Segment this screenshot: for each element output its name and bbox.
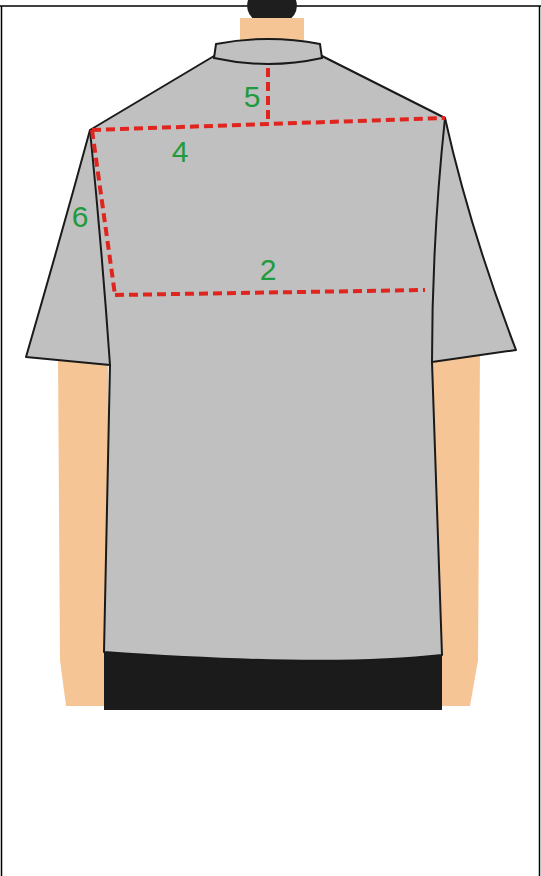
seams <box>90 118 445 365</box>
measurement-lines <box>92 68 445 295</box>
collar-depth-line <box>266 68 270 124</box>
frame <box>0 6 541 876</box>
callout-number: 2 <box>260 255 277 285</box>
shirt-body <box>26 56 516 661</box>
collar <box>214 39 322 64</box>
callout-number: 5 <box>244 82 261 112</box>
callout-number: 6 <box>72 202 89 232</box>
armhole-line <box>92 130 115 295</box>
chest-line <box>115 290 425 295</box>
shoulder-line <box>92 118 445 130</box>
callout-number: 4 <box>172 137 189 167</box>
